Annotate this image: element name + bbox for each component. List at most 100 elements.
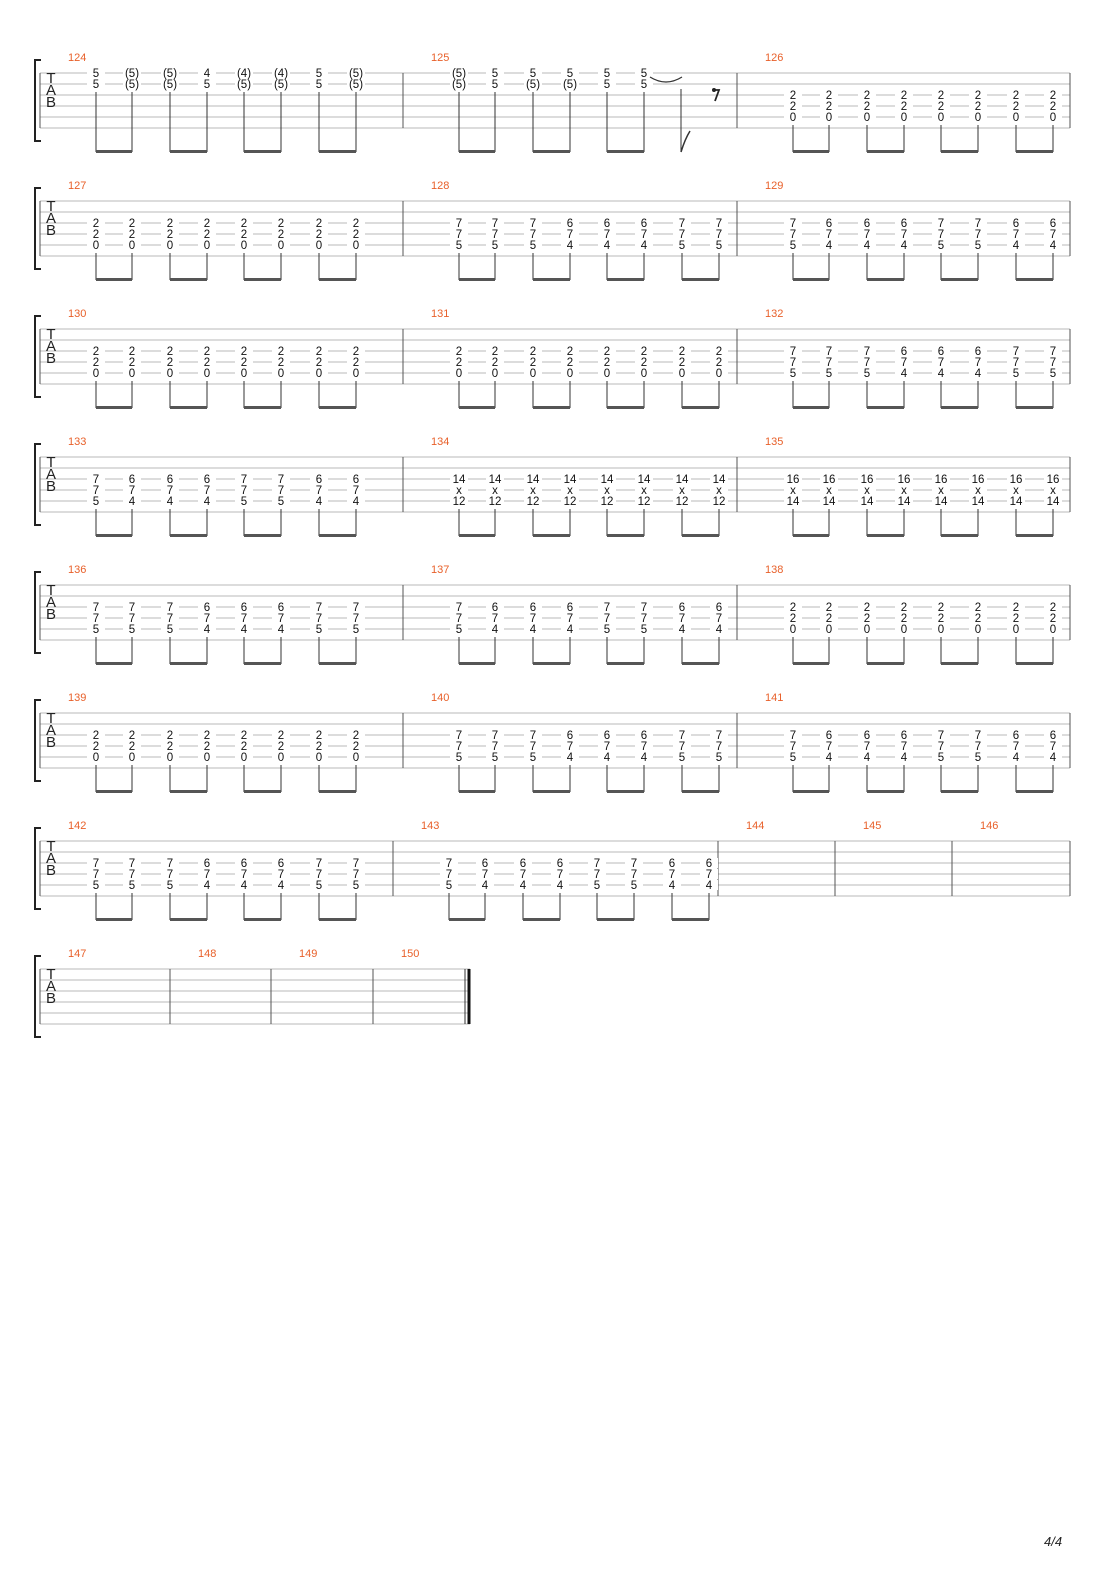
fret-number: 5	[864, 368, 870, 380]
beam	[867, 534, 904, 537]
fret-mask	[1044, 90, 1062, 100]
tie-arc	[649, 76, 683, 83]
fret-number: 7	[826, 229, 832, 241]
fret-mask	[486, 218, 504, 228]
fret-mask	[784, 485, 802, 495]
beam	[170, 662, 207, 665]
fret-mask	[87, 869, 105, 879]
fret-mask	[235, 346, 253, 356]
fret-mask	[123, 624, 141, 634]
fret-number: 7	[790, 218, 796, 230]
fret-number: 2	[129, 357, 135, 369]
fret-number: 5	[604, 624, 610, 636]
fret-mask	[198, 741, 216, 751]
fret-number: 2	[129, 730, 135, 742]
fret-mask	[272, 741, 290, 751]
fret-number: 6	[604, 218, 610, 230]
fret-mask	[235, 357, 253, 367]
fret-number: 5	[93, 880, 99, 892]
measure: 149	[299, 948, 374, 1024]
beam	[533, 534, 570, 537]
fret-mask	[1044, 357, 1062, 367]
fret-number: 5	[93, 496, 99, 508]
fret-mask	[710, 730, 728, 740]
fret-number: 2	[1050, 602, 1056, 614]
fret-mask	[598, 240, 616, 250]
beam	[1016, 150, 1053, 153]
beam	[170, 790, 207, 793]
fret-number: 14	[1010, 496, 1023, 508]
fret-number: 7	[93, 602, 99, 614]
fret-number: 4	[204, 496, 211, 508]
beam	[244, 150, 281, 153]
fret-number: 2	[167, 346, 173, 358]
fret-number: 7	[641, 602, 647, 614]
fret-number: 7	[530, 229, 536, 241]
fret-number: 4	[826, 240, 833, 252]
fret-mask	[514, 869, 532, 879]
fret-mask	[710, 602, 728, 612]
tab-system: TAB1302202202202202202202202201312202202…	[34, 308, 1071, 409]
fret-mask	[87, 752, 105, 762]
fret-mask	[1044, 240, 1062, 250]
fret-mask	[932, 218, 950, 228]
beam	[96, 406, 132, 409]
fret-mask	[820, 368, 838, 378]
tab-clef-letter: A	[46, 210, 56, 227]
page-number: 4/4	[1044, 1534, 1063, 1549]
fret-number: (5)	[526, 79, 540, 91]
beam	[170, 150, 207, 153]
fret-number: 6	[278, 858, 284, 870]
fret-number: 5	[1050, 368, 1056, 380]
fret-mask	[1007, 346, 1025, 356]
fret-mask	[710, 613, 728, 623]
fret-number: 5	[790, 752, 796, 764]
fret-mask	[87, 741, 105, 751]
tab-clef-letter: B	[46, 478, 56, 495]
fret-number: 0	[278, 368, 284, 380]
fret-number: 5	[93, 68, 99, 80]
fret-number: 2	[679, 357, 685, 369]
fret-number: 5	[641, 624, 647, 636]
fret-mask	[524, 346, 542, 356]
fret-number: x	[826, 485, 832, 497]
fret-mask	[635, 602, 653, 612]
fret-number: 5	[167, 624, 173, 636]
fret-number: 7	[316, 602, 322, 614]
fret-number: 5	[353, 880, 359, 892]
fret-number: 2	[567, 357, 573, 369]
fret-mask	[486, 752, 504, 762]
fret-mask	[969, 90, 987, 100]
fret-number: 7	[567, 229, 573, 241]
measure-number: 150	[401, 948, 419, 960]
beam	[96, 278, 132, 281]
fret-number: 4	[901, 240, 908, 252]
fret-number: 2	[826, 613, 832, 625]
fret-number: 0	[975, 112, 981, 124]
fret-number: 2	[901, 101, 907, 113]
fret-number: 6	[482, 858, 488, 870]
fret-mask	[123, 730, 141, 740]
fret-mask	[598, 346, 616, 356]
fret-mask	[310, 624, 328, 634]
fret-number: 5	[938, 240, 944, 252]
fret-number: 2	[975, 101, 981, 113]
fret-mask	[198, 624, 216, 634]
fret-mask	[347, 869, 365, 879]
fret-number: x	[604, 485, 610, 497]
tab-clef-letter: A	[46, 722, 56, 739]
fret-mask	[486, 613, 504, 623]
note-flag	[680, 130, 691, 153]
fret-mask	[123, 752, 141, 762]
fret-mask	[820, 496, 838, 506]
fret-mask	[820, 346, 838, 356]
fret-number: 5	[241, 496, 247, 508]
fret-mask	[272, 229, 290, 239]
system-bracket	[34, 443, 41, 526]
fret-number: 7	[482, 869, 488, 881]
fret-number: 7	[1050, 357, 1056, 369]
fret-mask	[450, 730, 468, 740]
beam	[941, 150, 978, 153]
fret-number: 14	[823, 496, 836, 508]
